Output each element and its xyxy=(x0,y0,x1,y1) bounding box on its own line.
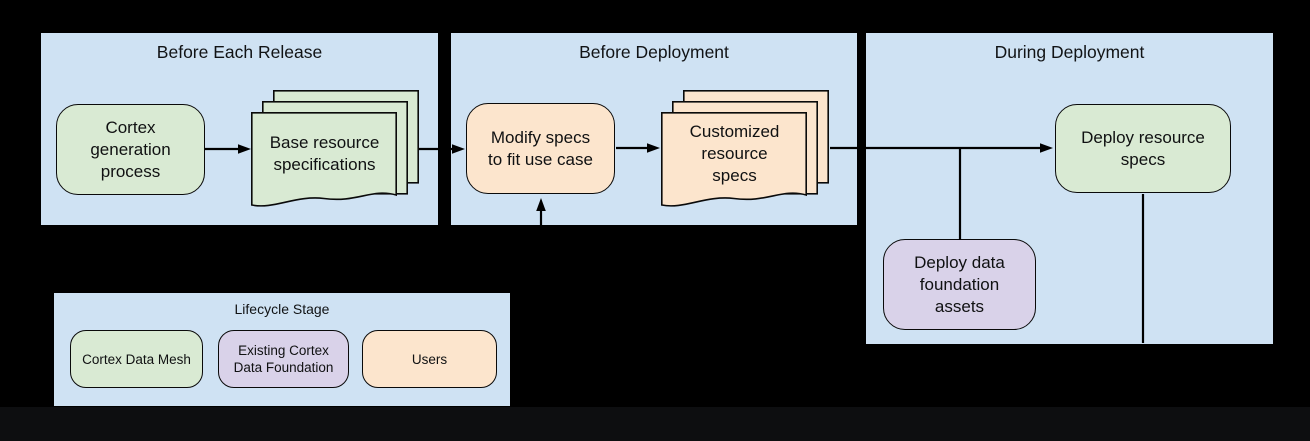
node-label: Cortex generation process xyxy=(90,117,171,181)
panel-title: Before Deployment xyxy=(579,42,729,62)
node-label: Base resource specifications xyxy=(269,133,380,174)
legend-lifecycle-stage: Lifecycle Stage Cortex Data Mesh Existin… xyxy=(54,293,510,406)
node-label: Deploy resource specs xyxy=(1081,127,1205,169)
page-bottom-band xyxy=(0,407,1310,441)
node-base-resource-specifications: Base resource specifications xyxy=(251,90,419,210)
node-deploy-data-foundation-assets: Deploy data foundation assets xyxy=(883,239,1036,330)
document-stack-icon xyxy=(251,90,419,207)
node-label: Modify specs to fit use case xyxy=(488,127,593,169)
legend-item-existing-cortex-data-foundation: Existing Cortex Data Foundation xyxy=(218,330,349,388)
node-label: Customized resource specs xyxy=(689,122,780,185)
document-stack-icon xyxy=(661,90,829,207)
node-label: Deploy data foundation assets xyxy=(914,252,1005,316)
node-cortex-generation-process: Cortex generation process xyxy=(56,104,205,195)
legend-item-label: Users xyxy=(411,351,448,367)
legend-item-label: Cortex Data Mesh xyxy=(82,351,191,367)
panel-title: During Deployment xyxy=(994,42,1145,62)
legend-item-cortex-data-mesh: Cortex Data Mesh xyxy=(70,330,203,388)
node-customized-resource-specs: Customized resource specs xyxy=(661,90,829,210)
panel-title: Before Each Release xyxy=(156,42,323,62)
node-deploy-resource-specs: Deploy resource specs xyxy=(1055,104,1231,193)
legend-item-label: Existing Cortex Data Foundation xyxy=(233,343,334,375)
legend-item-users: Users xyxy=(362,330,497,388)
legend-title: Lifecycle Stage xyxy=(234,301,330,317)
node-modify-specs: Modify specs to fit use case xyxy=(466,103,615,194)
